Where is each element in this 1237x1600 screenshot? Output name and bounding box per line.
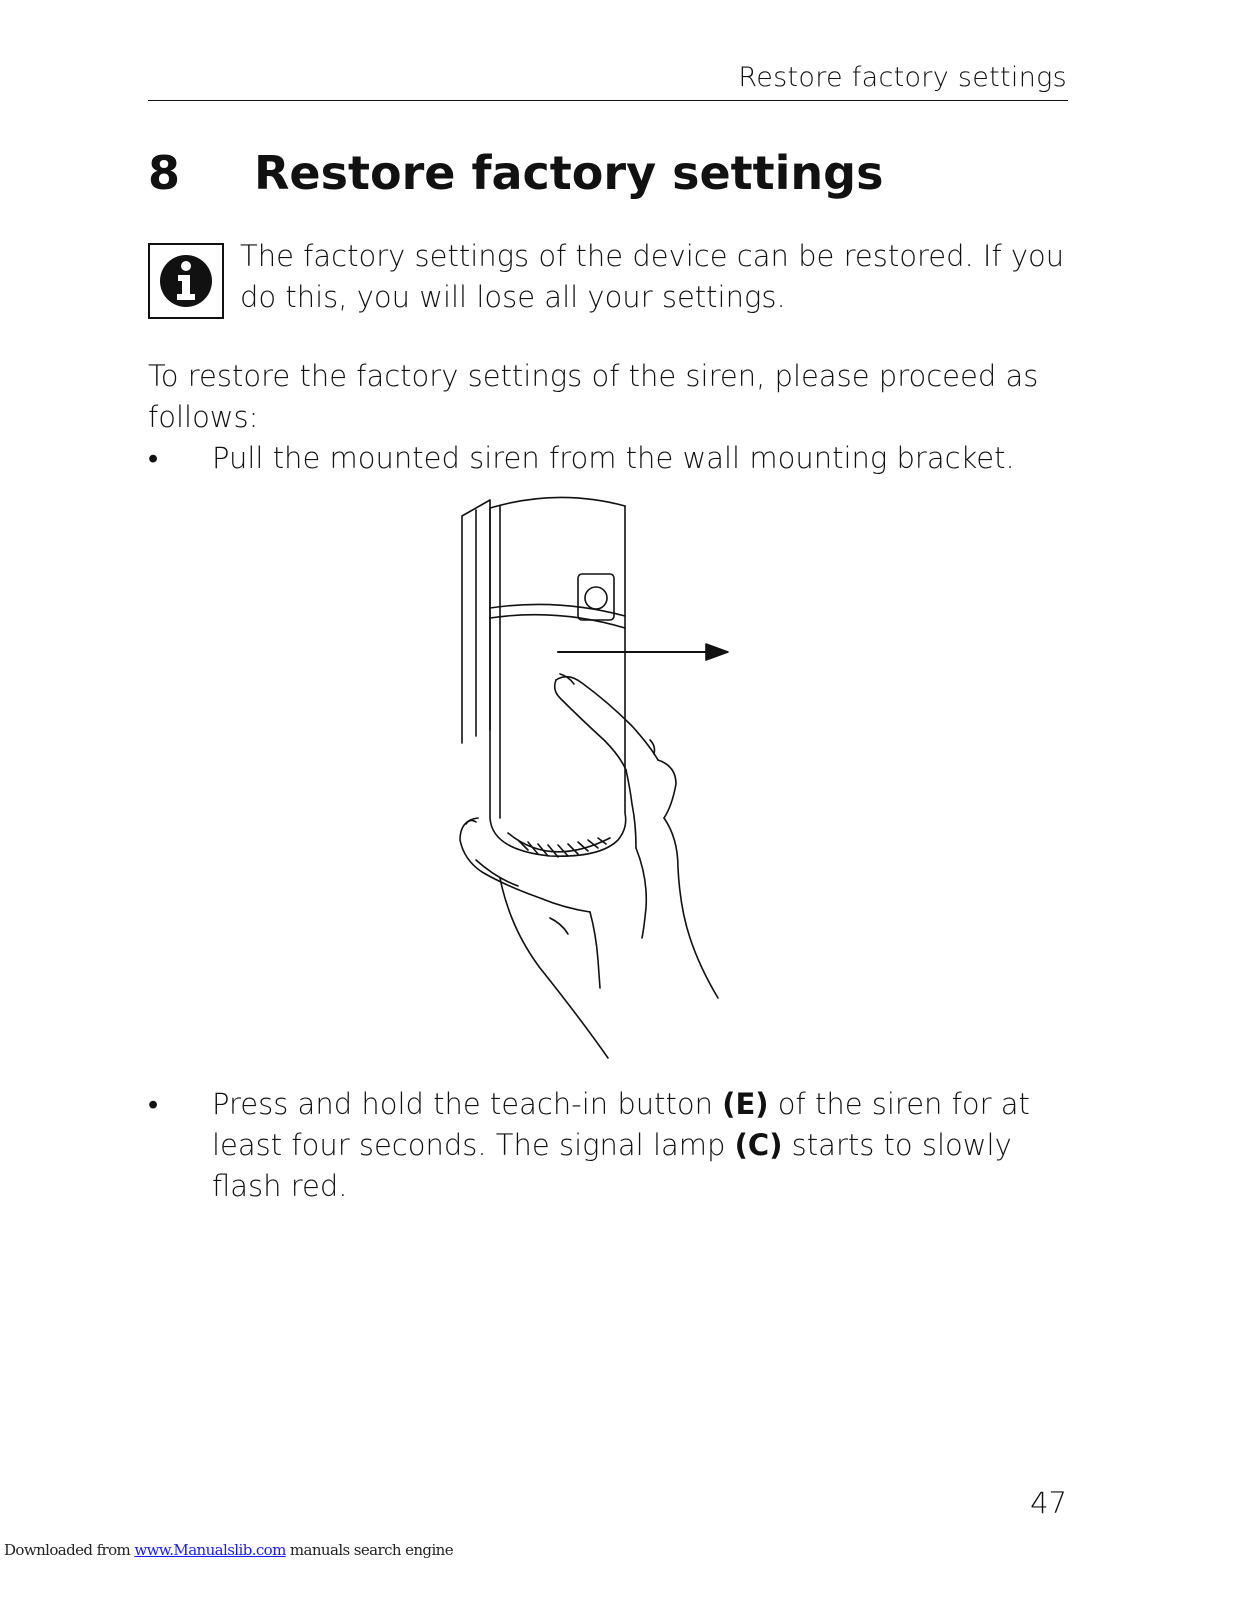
siren-removal-illustration [440,488,760,1067]
step-2-text-part: Press and hold the teach-in button [212,1087,723,1121]
intro-paragraph: To restore the factory settings of the s… [148,359,1039,434]
info-note: The factory settings of the device can b… [240,239,1065,314]
header-divider [148,100,1068,101]
page-number: 47 [1030,1486,1067,1520]
bullet-marker: • [148,441,159,475]
signal-lamp-c-reference: (C) [734,1128,783,1162]
chapter-title: Restore factory settings [254,146,884,200]
info-icon [148,243,224,319]
step-2-text: Press and hold the teach-in button (E) o… [212,1084,1072,1207]
bullet-marker: • [148,1087,159,1121]
step-1-text: Pull the mounted siren from the wall mou… [212,441,1015,475]
chapter-number: 8 [148,146,181,200]
download-footer: Downloaded from www.Manualslib.com manua… [4,1541,454,1559]
step-2-text-part: starts to slowly flash red. [212,1128,1012,1203]
running-header: Restore factory settings [738,62,1067,93]
footer-prefix: Downloaded from [4,1541,135,1559]
manualslib-link[interactable]: www.Manualslib.com [134,1541,286,1559]
button-e-reference: (E) [722,1087,769,1121]
step-2-text-part: of the siren for at least four seconds. … [212,1087,1030,1162]
footer-suffix: manuals search engine [285,1541,454,1559]
